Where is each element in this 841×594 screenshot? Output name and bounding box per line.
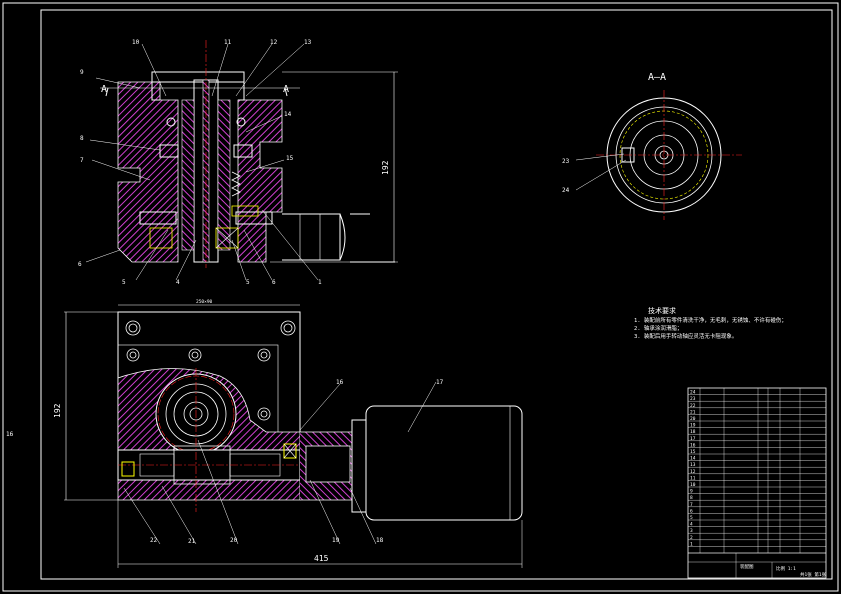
callout-8: 8	[80, 135, 84, 142]
bottom-view-leaders	[123, 381, 437, 545]
technical-requirements: 技术要求 1. 装配前所有零件清洗干净，无毛刺，无锈蚀、不许有碰伤； 2. 轴承…	[634, 306, 787, 340]
callout-1: 1	[318, 279, 322, 286]
title-block-part-number: 20	[690, 416, 696, 422]
title-block-part-number: 22	[690, 403, 696, 409]
callout-20: 20	[230, 537, 238, 544]
tech-req-item-1: 1. 装配前所有零件清洗干净，无毛刺，无锈蚀、不许有碰伤；	[634, 316, 787, 324]
section-mark-right: A	[283, 84, 289, 95]
title-block-part-number: 21	[690, 409, 696, 415]
title-block-part-number: 13	[690, 462, 696, 468]
callout-5a: 5	[122, 279, 126, 286]
callout-22: 22	[150, 537, 158, 544]
dim-width-small: 250×90	[196, 299, 213, 305]
section-mark-left: A	[101, 84, 107, 95]
callout-5b: 5	[246, 279, 250, 286]
title-block-part-number: 7	[690, 502, 693, 508]
title-block-part-number: 16	[690, 442, 696, 448]
title-block-part-number: 11	[690, 475, 696, 481]
callout-4: 4	[176, 279, 180, 286]
callout-24: 24	[562, 187, 570, 194]
title-block-part-number: 17	[690, 436, 696, 442]
callout-13: 13	[304, 39, 312, 46]
callout-6b: 6	[272, 279, 276, 286]
tech-req-item-3: 3. 装配后用手转动轴应灵活无卡阻现象。	[634, 332, 737, 340]
bottom-view-callouts: 22 21 20 19 18 16 17	[150, 379, 444, 545]
callout-17: 17	[436, 379, 444, 386]
title-block-part-number: 10	[690, 482, 696, 488]
title-block-part-number: 19	[690, 423, 696, 429]
callout-19: 19	[332, 537, 340, 544]
top-view-callouts: 9 8 7 6 10 11 12 13 14 15 5 4 5 6 1	[78, 39, 322, 286]
top-view-leaders	[85, 43, 319, 281]
callout-10: 10	[132, 39, 140, 46]
dim-width-bottom: 415	[314, 554, 329, 563]
title-block-part-number: 12	[690, 469, 696, 475]
tb-title: 装配图	[740, 563, 754, 570]
title-block-part-number: 18	[690, 429, 696, 435]
callout-18: 18	[376, 537, 384, 544]
dim-height-top: 192	[381, 160, 390, 175]
title-block-part-number: 5	[690, 515, 693, 521]
title-block-part-number: 6	[690, 508, 693, 514]
title-block-part-number: 24	[690, 390, 696, 396]
bottom-plan-view[interactable]: 250×90 192 415	[53, 299, 523, 568]
callout-12: 12	[270, 39, 278, 46]
callout-6a: 6	[78, 261, 82, 268]
callout-9: 9	[80, 69, 84, 76]
callout-11: 11	[224, 39, 232, 46]
title-block-part-number: 15	[690, 449, 696, 455]
callout-23: 23	[562, 158, 570, 165]
title-block-part-number: 4	[690, 522, 693, 528]
callout-16: 16	[336, 379, 344, 386]
title-block-part-number: 1	[690, 541, 693, 547]
inner-frame	[40, 9, 833, 580]
section-a-a-view[interactable]: A—A 23 24	[562, 72, 742, 220]
callout-15: 15	[286, 155, 294, 162]
title-block-part-number: 8	[690, 495, 693, 501]
title-block-part-number: 14	[690, 456, 696, 462]
tech-req-item-2: 2. 轴承涂润滑脂；	[634, 324, 682, 332]
tb-scale: 比例 1:1	[776, 565, 796, 572]
title-block-part-number: 3	[690, 528, 693, 534]
tb-sheet: 共1张 第1张	[800, 571, 827, 578]
title-block-part-number: 23	[690, 396, 696, 402]
callout-7: 7	[80, 157, 84, 164]
left-margin-mark: 16	[6, 431, 14, 438]
dim-height-bottom: 192	[53, 403, 62, 418]
callout-14: 14	[284, 111, 292, 118]
title-block-part-number: 9	[690, 489, 693, 495]
top-section-view[interactable]: A A 192	[100, 40, 398, 268]
title-block: 242322212019181716151413121110987654321 …	[687, 387, 827, 579]
title-block-part-number: 2	[690, 535, 693, 541]
section-a-a-title: A—A	[648, 72, 666, 83]
tech-req-title: 技术要求	[648, 306, 676, 315]
callout-21: 21	[188, 538, 196, 545]
